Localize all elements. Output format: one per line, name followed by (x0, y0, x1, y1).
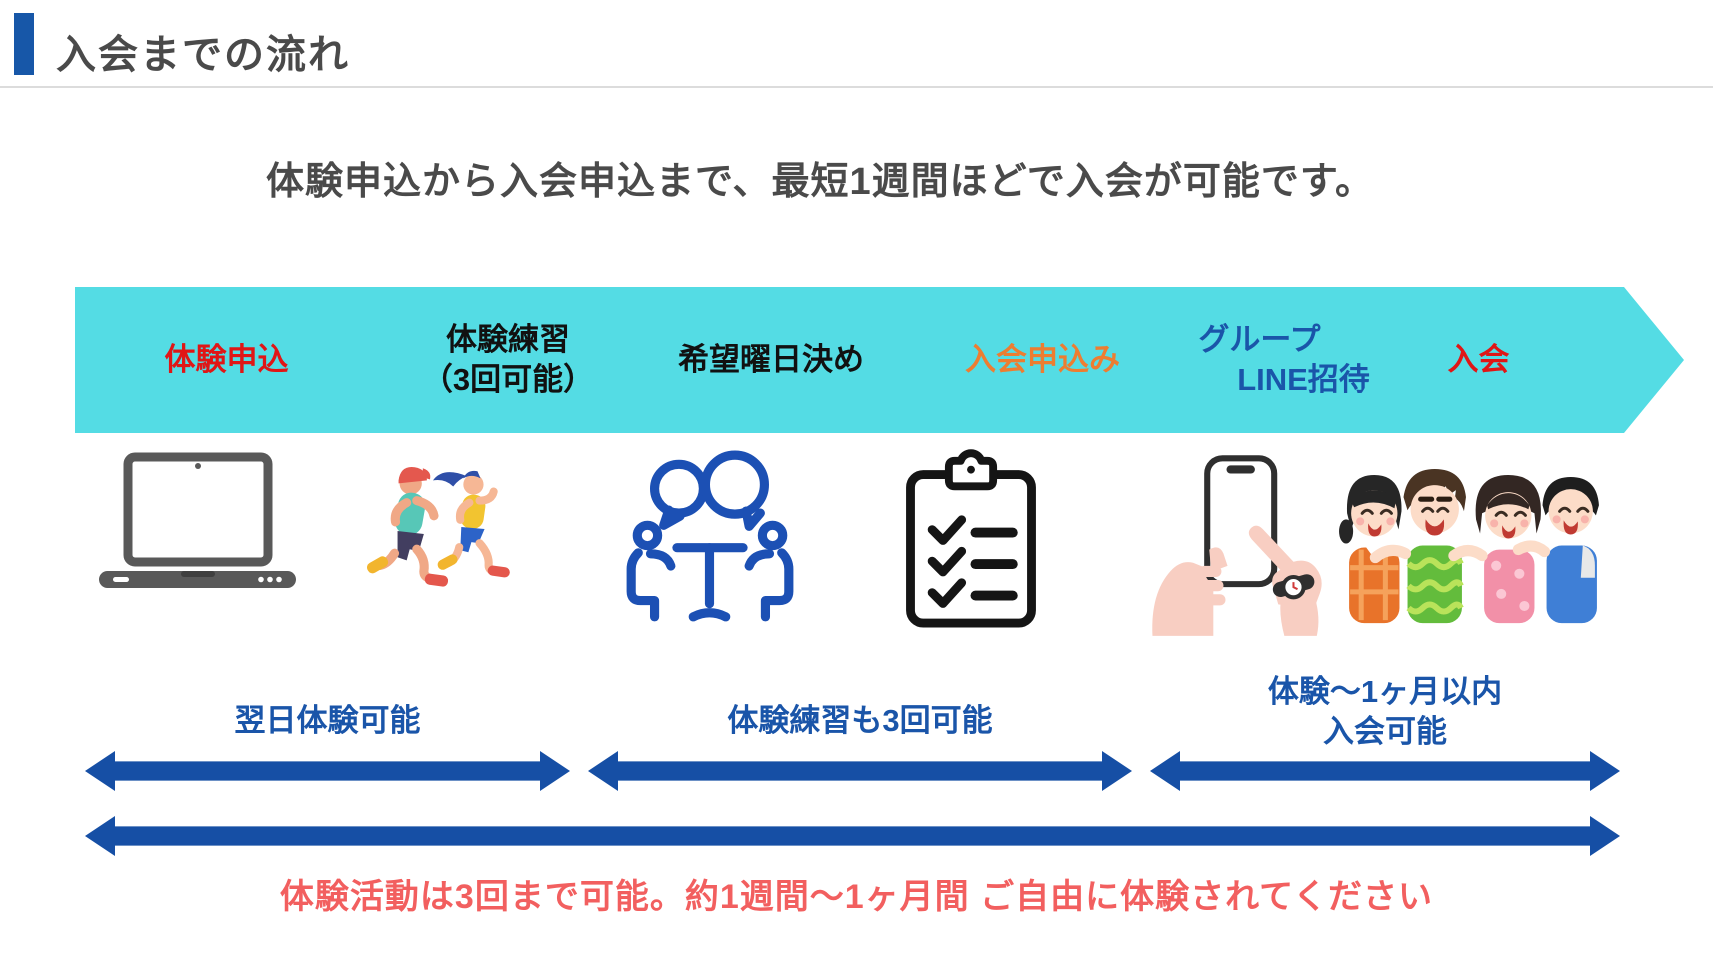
flow-step-label: 体験練習 (446, 321, 570, 357)
phase-label-line2: 入会可能 (1323, 714, 1447, 749)
meeting-discussion-icon (626, 448, 794, 626)
page-title: 入会までの流れ (56, 33, 350, 77)
hand-smartphone-icon (1122, 448, 1330, 636)
subtitle-text: 体験申込から入会申込まで、最短1週間ほどで入会が可能です。 (265, 161, 1375, 203)
timeline-arrow-phase2 (588, 751, 1132, 791)
kid-girl-orange (1339, 475, 1402, 624)
flow-step-taiken-moushikomi: 体験申込 (75, 287, 364, 433)
timeline-arrow-phase3 (1150, 751, 1620, 791)
laptop-icon (95, 452, 300, 604)
kid-boy-blue (1542, 477, 1599, 624)
runner-woman (432, 470, 510, 578)
header-divider (0, 86, 1713, 88)
timeline-arrow-full-span (85, 816, 1620, 856)
friends-group-icon (1335, 456, 1607, 624)
phase-label-next-day-trial: 翌日体験可能 (85, 701, 570, 741)
flow-step-label: 入会申込み (965, 341, 1120, 377)
checklist-clipboard-icon (900, 448, 1042, 630)
runner-man (367, 467, 449, 587)
flow-step-label: 体験申込 (164, 341, 289, 377)
flow-step-label: 希望曜日決め (678, 341, 864, 377)
flow-step-label: 入会 (1447, 341, 1510, 377)
phase-label-line: 翌日体験可能 (234, 703, 421, 738)
flow-chevron-band: 体験申込 体験練習 （3回可能） 希望曜日決め 入会申込み グループ LINE招… (0, 287, 1713, 433)
bottom-note-text: 体験活動は3回まで可能。約1週間〜1ヶ月間 ご自由に体験されてください (279, 878, 1434, 916)
flow-step-label-line2: （3回可能） (421, 362, 595, 397)
title-accent-bar (14, 13, 34, 75)
phase-label-trial-3-times: 体験練習も3回可能 (588, 701, 1132, 741)
timeline-arrow-phase1 (85, 751, 570, 791)
phase-label-line: 体験〜1ヶ月以内 (1267, 674, 1503, 709)
phase-label-line: 体験練習も3回可能 (727, 703, 993, 738)
flow-step-label-line2: LINE招待 (1237, 362, 1370, 397)
phase-label-join-within-month: 体験〜1ヶ月以内 入会可能 (1150, 672, 1620, 752)
flow-step-nyukai: 入会 (1337, 287, 1684, 433)
kid-girl-pink (1475, 475, 1541, 624)
kid-boy-green (1403, 468, 1466, 624)
flow-step-label: グループ (1198, 321, 1321, 357)
runners-icon (350, 456, 522, 608)
